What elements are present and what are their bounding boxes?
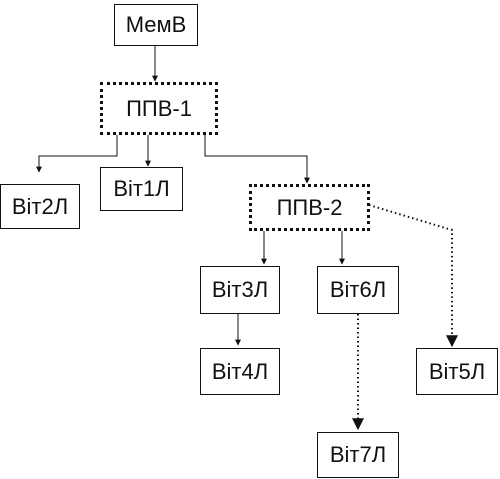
node-ppv1: ППВ-1 xyxy=(100,82,218,135)
node-vit5: Віт5Л xyxy=(416,348,498,395)
node-vit4: Віт4Л xyxy=(200,348,280,395)
node-vit3: Віт3Л xyxy=(200,266,280,314)
node-vit1: Віт1Л xyxy=(100,167,183,211)
node-vit6: Віт6Л xyxy=(317,266,399,314)
node-vit7: Віт7Л xyxy=(317,432,399,478)
node-ppv2: ППВ-2 xyxy=(249,184,370,231)
node-memv: МемВ xyxy=(114,4,198,46)
edge-ppv1-vit2 xyxy=(36,135,118,173)
node-vit2: Віт2Л xyxy=(0,184,80,229)
edge-ppv1-ppv2 xyxy=(204,135,310,184)
edge-ppv2-vit5 xyxy=(368,204,458,348)
